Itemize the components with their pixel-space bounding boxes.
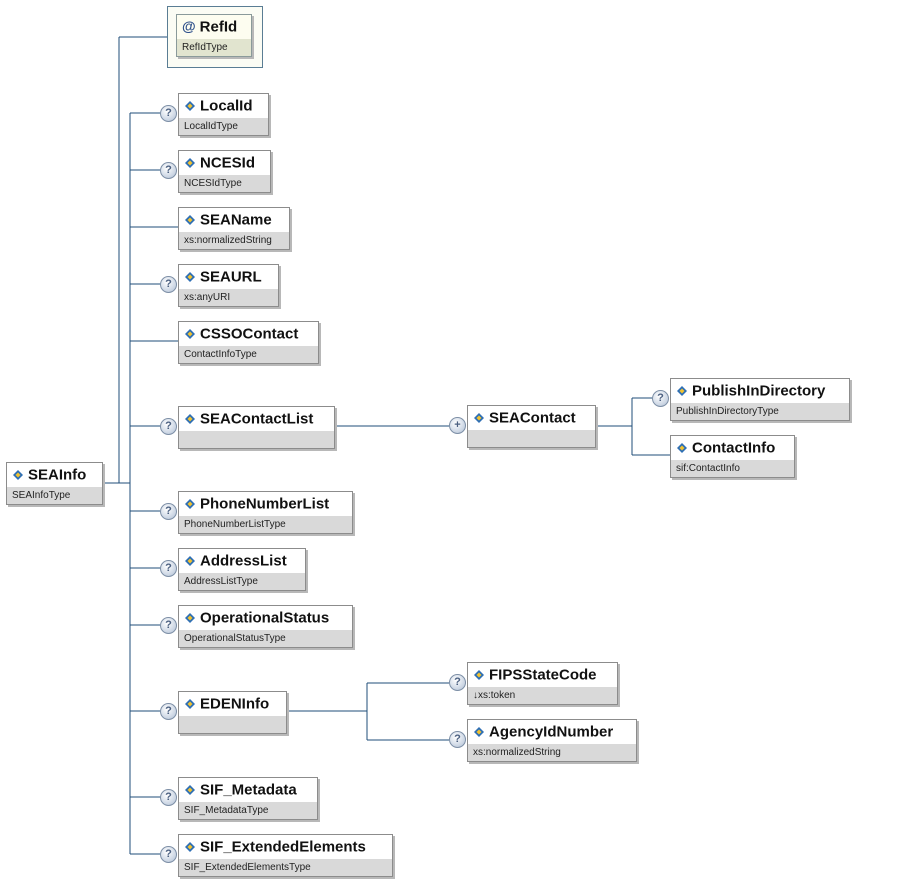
element-icon: [677, 442, 687, 453]
element-type: AddressListType: [179, 573, 305, 590]
element-icon: [185, 271, 195, 282]
element-icon: [677, 385, 687, 396]
root-element-seainfo[interactable]: SEAInfo SEAInfoType: [6, 462, 103, 505]
element-name: CSSOContact: [200, 325, 299, 343]
attribute-at-icon: @: [182, 18, 196, 35]
element-icon: [185, 841, 195, 852]
element-seaurl[interactable]: SEAURL xs:anyURI: [178, 264, 279, 307]
element-type: SIF_ExtendedElementsType: [179, 859, 392, 876]
element-type: PhoneNumberListType: [179, 516, 352, 533]
element-type: SIF_MetadataType: [179, 802, 317, 819]
element-icon: [185, 214, 195, 225]
element-type: [468, 430, 595, 447]
element-name: ContactInfo: [692, 439, 776, 457]
element-icon: [185, 784, 195, 795]
element-name: FIPSStateCode: [489, 666, 597, 684]
element-icon: [185, 612, 195, 623]
optional-badge-question-icon[interactable]: ?: [160, 617, 177, 634]
attribute-name: RefId: [199, 18, 238, 36]
optional-badge-question-icon[interactable]: ?: [160, 162, 177, 179]
element-name: NCESId: [200, 154, 256, 172]
element-name: LocalId: [200, 97, 253, 115]
element-type: [179, 716, 286, 733]
element-name: EDENInfo: [200, 695, 270, 713]
element-icon: [185, 328, 195, 339]
element-name: SEAContactList: [200, 410, 314, 428]
optional-badge-question-icon[interactable]: ?: [449, 731, 466, 748]
element-seaname[interactable]: SEAName xs:normalizedString: [178, 207, 290, 250]
repeat-badge-plus-icon[interactable]: +: [449, 417, 466, 434]
element-icon: [185, 498, 195, 509]
element-name: PhoneNumberList: [200, 495, 330, 513]
element-type: ↓xs:token: [468, 687, 617, 704]
element-fipsstatecode[interactable]: FIPSStateCode ↓xs:token: [467, 662, 618, 705]
element-type: LocalIdType: [179, 118, 268, 135]
optional-badge-question-icon[interactable]: ?: [652, 390, 669, 407]
element-seacontactlist[interactable]: SEAContactList: [178, 406, 335, 449]
element-name: SEAContact: [489, 409, 576, 427]
element-contactinfo[interactable]: ContactInfo sif:ContactInfo: [670, 435, 795, 478]
optional-badge-question-icon[interactable]: ?: [160, 846, 177, 863]
element-icon: [185, 100, 195, 111]
element-agencyidnumber[interactable]: AgencyIdNumber xs:normalizedString: [467, 719, 637, 762]
optional-badge-question-icon[interactable]: ?: [160, 418, 177, 435]
element-type: [179, 431, 334, 448]
element-edeninfo[interactable]: EDENInfo: [178, 691, 287, 734]
element-name: AddressList: [200, 552, 287, 570]
element-icon: [185, 157, 195, 168]
element-type: xs:normalizedString: [468, 744, 636, 761]
element-icon: [474, 669, 484, 680]
element-type: xs:normalizedString: [179, 232, 289, 249]
element-icon: [185, 413, 195, 424]
element-seacontact[interactable]: SEAContact: [467, 405, 596, 448]
element-icon: [13, 469, 23, 480]
element-name: OperationalStatus: [200, 609, 330, 627]
element-name: AgencyIdNumber: [489, 723, 614, 741]
element-icon: [474, 412, 484, 423]
optional-badge-question-icon[interactable]: ?: [160, 703, 177, 720]
optional-badge-question-icon[interactable]: ?: [160, 789, 177, 806]
element-name: SIF_Metadata: [200, 781, 297, 799]
element-type: OperationalStatusType: [179, 630, 352, 647]
element-type: ContactInfoType: [179, 346, 318, 363]
element-type: sif:ContactInfo: [671, 460, 794, 477]
optional-badge-question-icon[interactable]: ?: [160, 560, 177, 577]
attribute-refid[interactable]: @RefId RefIdType: [176, 14, 252, 57]
element-name: PublishInDirectory: [692, 382, 826, 400]
attribute-type: RefIdType: [177, 39, 251, 56]
element-name: SEAURL: [200, 268, 262, 286]
optional-badge-question-icon[interactable]: ?: [160, 105, 177, 122]
element-icon: [185, 698, 195, 709]
element-name: SIF_ExtendedElements: [200, 838, 366, 856]
optional-badge-question-icon[interactable]: ?: [160, 503, 177, 520]
element-name: SEAInfo: [28, 466, 87, 484]
element-icon: [474, 726, 484, 737]
element-icon: [185, 555, 195, 566]
element-type: NCESIdType: [179, 175, 270, 192]
element-type: PublishInDirectoryType: [671, 403, 849, 420]
element-name: SEAName: [200, 211, 272, 229]
element-type: SEAInfoType: [7, 487, 102, 504]
element-type: xs:anyURI: [179, 289, 278, 306]
optional-badge-question-icon[interactable]: ?: [160, 276, 177, 293]
optional-badge-question-icon[interactable]: ?: [449, 674, 466, 691]
